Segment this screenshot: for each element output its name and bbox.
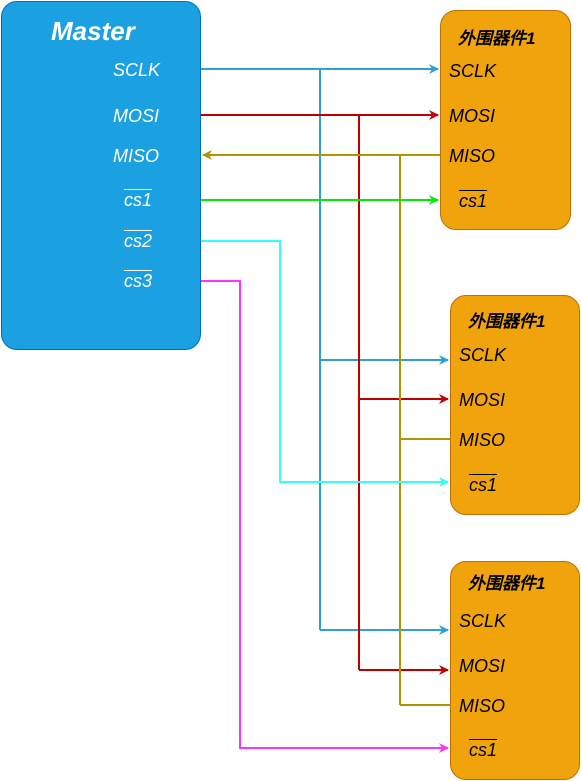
peripheral-device-1: 外围器件1 SCLK MOSI MISO cs1 (440, 10, 571, 230)
device-1-pin-miso: MISO (449, 146, 496, 166)
cs2-wire (201, 240, 449, 487)
device-2-title: 外围器件1 (468, 312, 546, 331)
device-1-title: 外围器件1 (458, 29, 536, 48)
device-1-pin-sclk: SCLK (449, 61, 497, 81)
master-pin-sclk: SCLK (113, 60, 161, 80)
sclk-bus (201, 64, 449, 635)
device-2-pin-sclk: SCLK (459, 345, 507, 365)
mosi-bus (201, 110, 449, 675)
device-1-pin-cs1: cs1 (459, 191, 488, 211)
device-3-pin-miso: MISO (459, 696, 506, 716)
master-pin-cs3: cs3 (124, 271, 153, 291)
master-title: Master (51, 16, 135, 46)
device-3-pin-sclk: SCLK (459, 611, 507, 631)
miso-bus (202, 150, 450, 706)
device-2-pin-cs1: cs1 (469, 475, 498, 495)
master-pin-cs2: cs2 (124, 231, 153, 251)
device-2-pin-miso: MISO (459, 430, 506, 450)
master-pin-cs1: cs1 (124, 190, 153, 210)
peripheral-device-3: 外围器件1 SCLK MOSI MISO cs1 (450, 561, 580, 780)
peripheral-device-2: 外围器件1 SCLK MOSI MISO cs1 (450, 295, 580, 515)
device-2-pin-mosi: MOSI (459, 390, 506, 410)
device-3-pin-mosi: MOSI (459, 656, 506, 676)
device-3-title: 外围器件1 (468, 574, 546, 593)
master-pin-miso: MISO (113, 146, 160, 166)
device-1-pin-mosi: MOSI (449, 106, 496, 126)
master-pin-mosi: MOSI (113, 106, 160, 126)
device-3-pin-cs1: cs1 (469, 740, 498, 760)
master-box: Master SCLK MOSI MISO cs1 cs2 cs3 (1, 1, 201, 350)
cs3-wire (201, 280, 449, 753)
